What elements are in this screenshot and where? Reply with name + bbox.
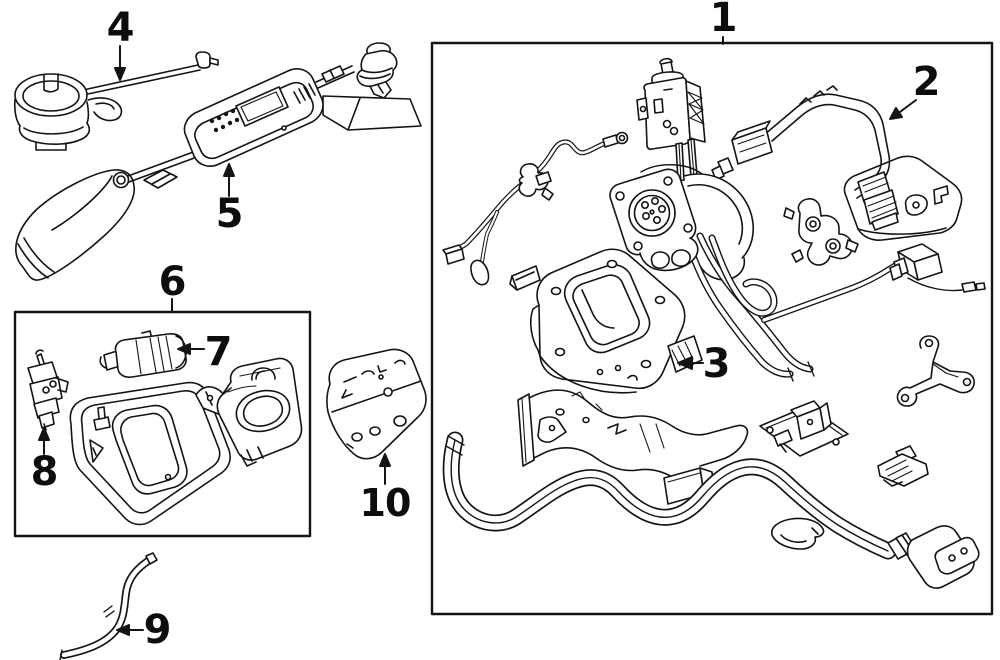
saddle-clip <box>770 517 825 550</box>
sensor-wire-harness <box>442 131 629 286</box>
retainer-and-rod-4 <box>13 51 219 151</box>
callout-6: 6 <box>158 259 187 305</box>
callout-1: 1 <box>709 0 738 41</box>
callout-9: 9 <box>143 607 172 653</box>
relay-bracket <box>759 400 849 457</box>
group-box-6 <box>13 310 312 538</box>
charge-port-door-assembly <box>69 357 303 526</box>
callout-10: 10 <box>359 481 412 525</box>
callout-4: 4 <box>106 5 135 51</box>
protector-pad-10 <box>326 348 427 460</box>
callout-arrows <box>38 36 917 636</box>
lock-actuator-8 <box>27 349 69 431</box>
hv-cable-run <box>442 431 980 589</box>
callout-3: 3 <box>702 341 731 387</box>
callout-7: 7 <box>204 329 233 375</box>
vent-tube-9 <box>59 552 158 660</box>
callout-5: 5 <box>215 191 244 237</box>
mounting-bracket-2 <box>711 85 963 241</box>
group-box-1 <box>430 41 994 616</box>
charge-port-receptacle <box>609 164 815 382</box>
junction-module <box>636 57 706 182</box>
charge-cord-set-5 <box>15 42 422 281</box>
small-connector-block <box>877 445 929 487</box>
callout-8: 8 <box>30 449 59 495</box>
actuator-7 <box>99 330 187 378</box>
charge-port-mounting-plate-3 <box>509 248 703 394</box>
cable-with-connector <box>761 243 986 323</box>
callout-2: 2 <box>912 59 941 105</box>
harness-clip-bracket <box>783 198 859 266</box>
support-strap-bracket <box>896 335 975 407</box>
